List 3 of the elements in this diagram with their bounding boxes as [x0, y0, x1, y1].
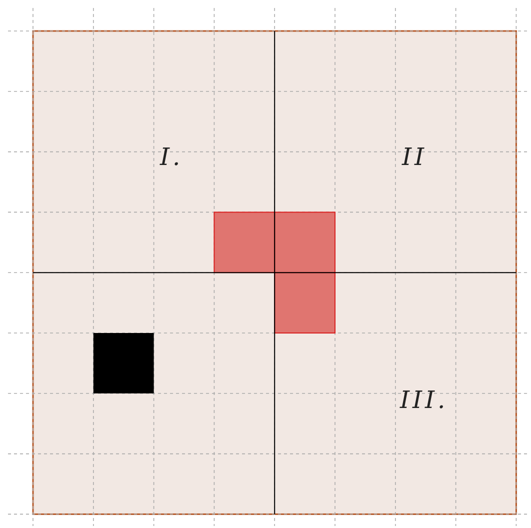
region-label: III.	[400, 388, 448, 412]
region-label: I.	[160, 145, 184, 169]
region-label: II	[402, 145, 427, 169]
